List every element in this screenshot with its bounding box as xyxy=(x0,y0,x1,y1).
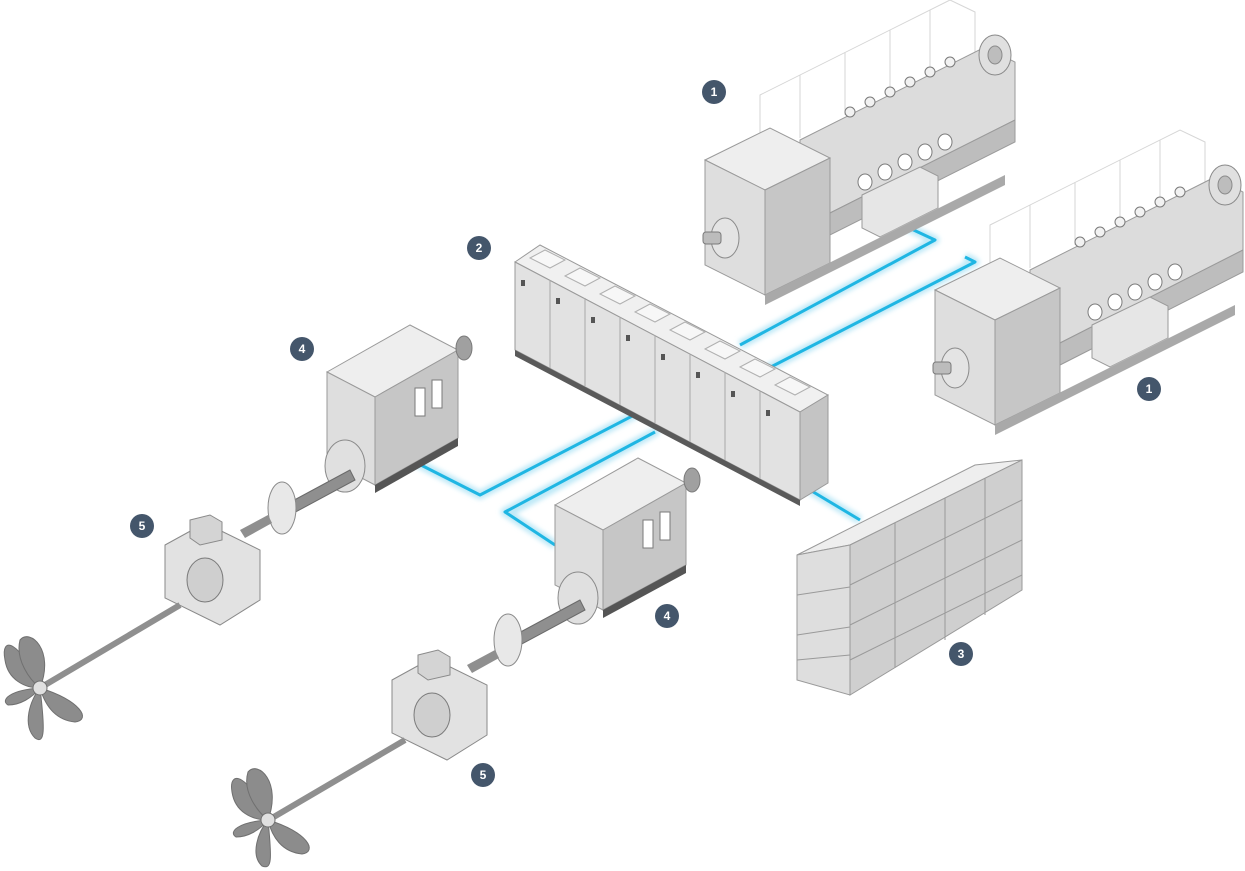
cable-switchboard-motor-starboard xyxy=(503,430,656,547)
marker-label: 2 xyxy=(476,241,483,255)
propulsion-motor-port xyxy=(267,324,473,535)
marker-label: 5 xyxy=(139,519,146,533)
marker-label: 4 xyxy=(299,342,306,356)
cable-lines xyxy=(414,224,977,547)
marker-generator-set-2[interactable]: 1 xyxy=(1137,377,1161,401)
cable-switchboard-battery xyxy=(809,488,861,522)
diesel-generator-icon xyxy=(932,129,1244,435)
marker-label: 3 xyxy=(958,647,965,661)
propulsion-motor-starboard xyxy=(493,457,701,667)
marker-propulsion-motor-port[interactable]: 4 xyxy=(290,337,314,361)
marker-label: 1 xyxy=(711,85,718,99)
cable-generator2-switchboard xyxy=(764,255,977,372)
marker-label: 1 xyxy=(1146,382,1153,396)
marker-battery-bank[interactable]: 3 xyxy=(949,642,973,666)
markers: 1 1 2 3 4 4 5 5 xyxy=(130,80,1161,787)
marker-label: 5 xyxy=(480,768,487,782)
cable-switchboard-motor-port xyxy=(414,410,641,497)
power-cables xyxy=(412,221,980,549)
marker-gearbox-propeller-port[interactable]: 5 xyxy=(130,514,154,538)
cable-generator1-switchboard xyxy=(739,224,937,347)
marker-propulsion-motor-starboard[interactable]: 4 xyxy=(655,604,679,628)
generator-set-2 xyxy=(932,129,1244,435)
switchboard xyxy=(514,244,830,506)
marker-label: 4 xyxy=(664,609,671,623)
gearbox-propeller-starboard xyxy=(231,649,499,868)
diesel-generator-icon xyxy=(702,0,1016,305)
battery-rack-icon xyxy=(796,459,1023,696)
marker-gearbox-propeller-starboard[interactable]: 5 xyxy=(471,763,495,787)
marker-generator-set-1[interactable]: 1 xyxy=(702,80,726,104)
electric-motor-icon xyxy=(267,324,473,535)
switchboard-icon xyxy=(514,244,830,506)
gearbox-propeller-port xyxy=(3,514,272,741)
propeller-gearbox-icon xyxy=(231,649,499,868)
generator-set-1 xyxy=(702,0,1016,305)
battery-bank xyxy=(796,459,1023,696)
propeller-gearbox-icon xyxy=(3,514,272,741)
marker-switchboard[interactable]: 2 xyxy=(467,236,491,260)
electric-motor-icon xyxy=(493,457,701,667)
